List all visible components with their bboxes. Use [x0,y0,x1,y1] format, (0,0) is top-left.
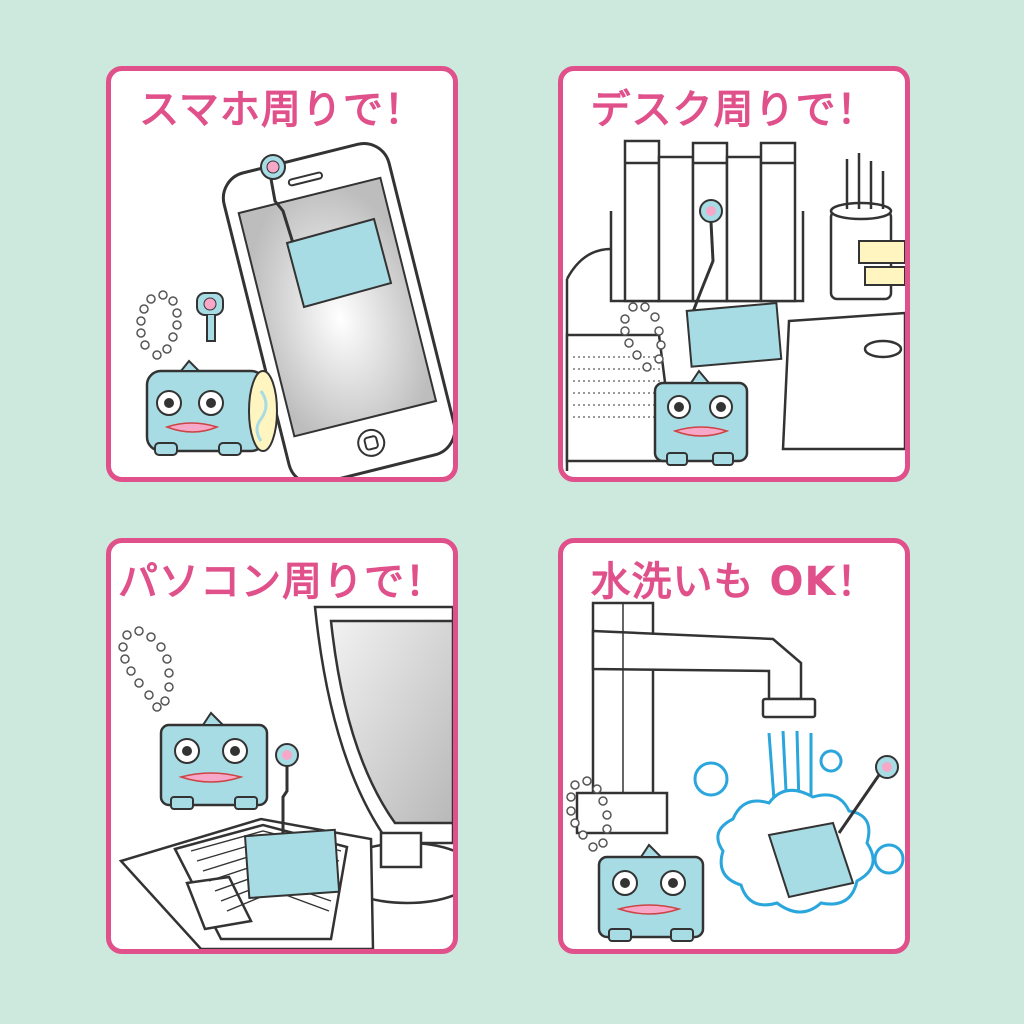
ball-chain-icon [118,626,174,712]
cleaner-stick-icon [243,743,341,900]
caption-pc: パソコン周りで！ [118,559,446,605]
cleaner-keychain-icon [159,711,269,810]
cleaner-keychain-icon [653,369,749,466]
sticky-note-icon [864,266,905,286]
cleaner-stick-icon [685,199,783,368]
panel-water: 水洗いも OK！ [558,538,910,954]
cleaner-keychain-icon [597,843,705,942]
ball-chain-icon [566,776,612,852]
notebook-dots-icon [573,356,667,418]
water-scene [566,601,905,942]
desk-icon [565,139,905,471]
ball-chain-icon [136,290,182,360]
cleaner-keychain-icon [145,359,278,456]
desk-scene [565,139,905,471]
sticky-note-icon [858,240,905,264]
caption-desk: デスク周りで！ [590,87,878,133]
panel-smartphone: スマホ周りで！ [106,66,458,482]
panel-pc: パソコン周りで！ [106,538,458,954]
caption-water: 水洗いも OK！ [590,559,878,605]
faucet-icon [575,601,817,835]
pc-scene [118,605,453,949]
cleaner-stick-icon [767,755,899,899]
caption-smartphone: スマホ周りで！ [139,87,425,133]
ball-chain-icon [620,302,666,372]
smartphone-scene [136,142,453,477]
cleaner-plug-icon [196,292,224,342]
smartphone-icon [221,142,453,477]
monitor-icon [313,605,453,905]
panel-desk: デスク周りで！ [558,66,910,482]
cleaner-stick-icon [260,154,393,309]
